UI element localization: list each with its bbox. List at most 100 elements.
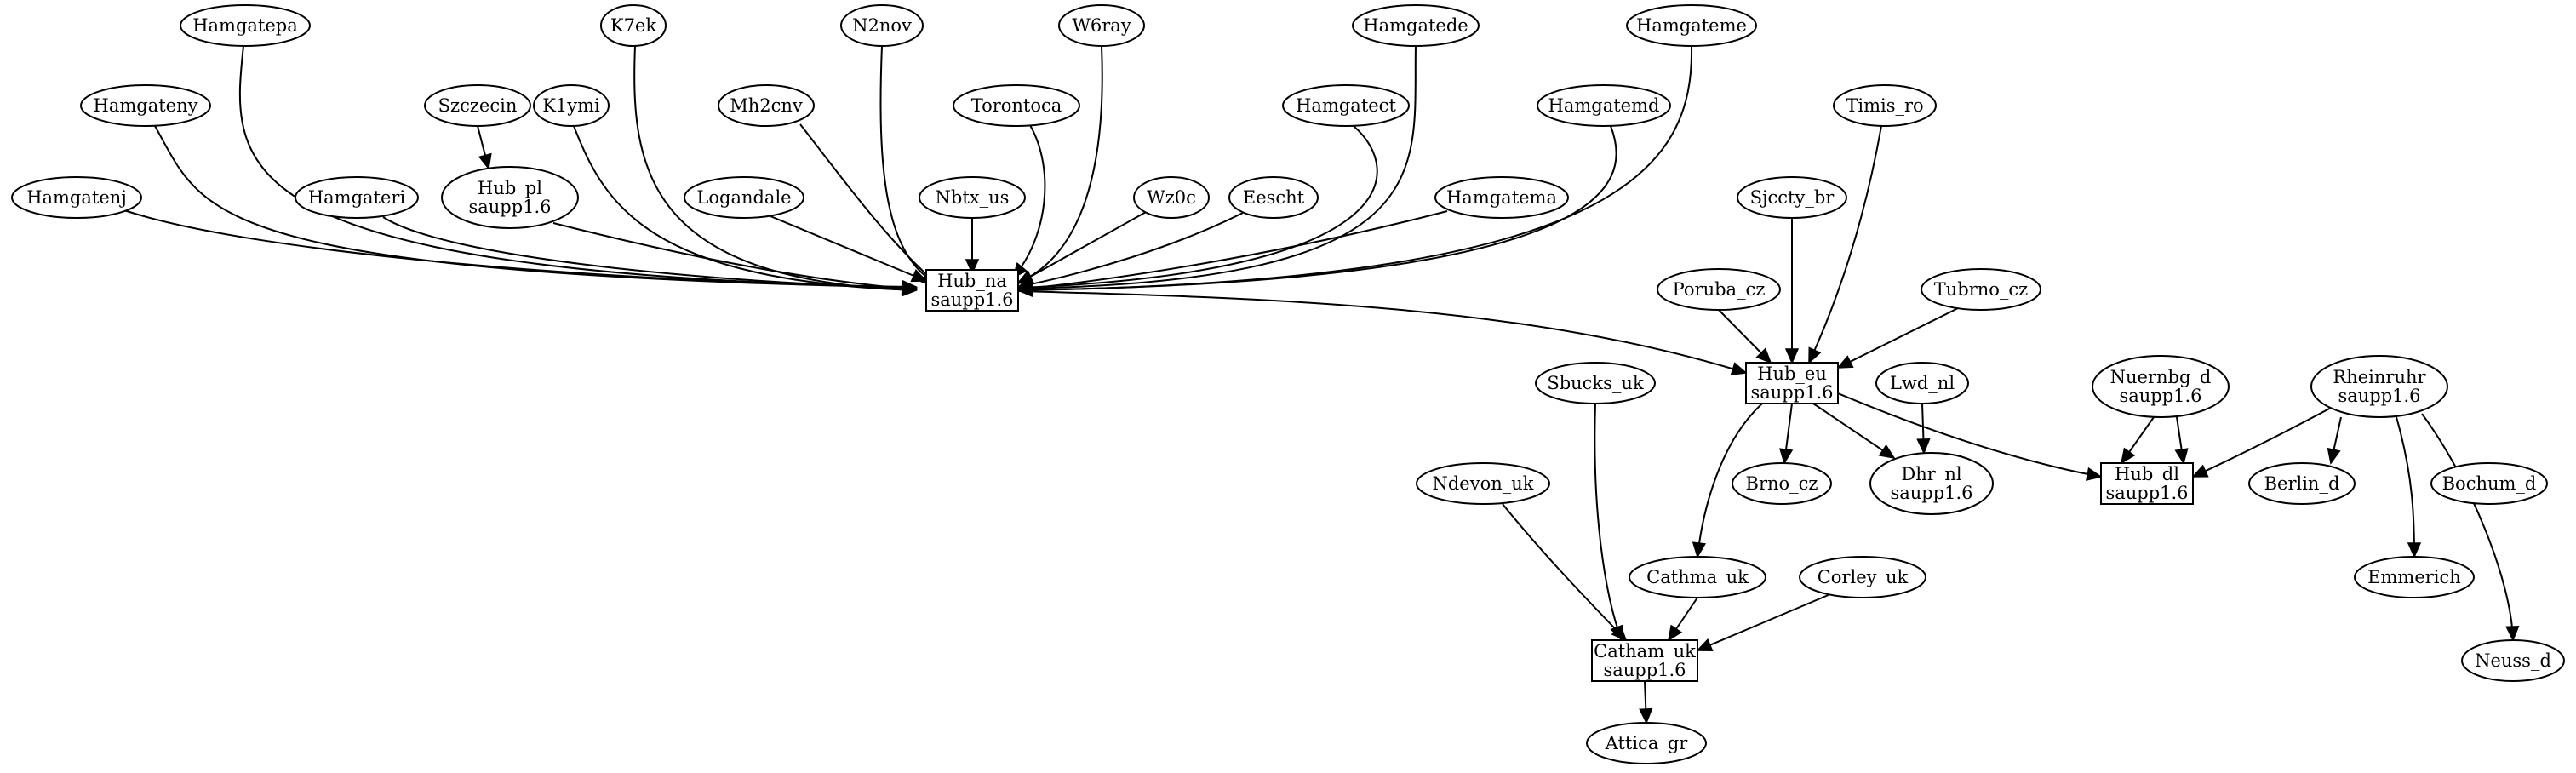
node-ellipse [2310, 355, 2448, 418]
node-label: Mh2cnv [730, 95, 803, 116]
node-label: Neuss_d [2475, 650, 2551, 671]
node-torontoca[interactable]: Torontoca [953, 84, 1080, 127]
node-w6ray[interactable]: W6ray [1058, 4, 1145, 47]
node-eescht[interactable]: Eescht [1228, 176, 1319, 219]
node-sbucks-uk[interactable]: Sbucks_uk [1535, 362, 1656, 404]
node-ellipse [11, 176, 142, 219]
edge-line [1808, 125, 1882, 364]
edge-line [1017, 45, 1693, 291]
edge-rheinruhr-to-bochum-d [2327, 416, 2342, 465]
node-label: Eescht [1243, 187, 1305, 208]
node-timis-ro[interactable]: Timis_ro [1833, 84, 1937, 127]
node-poruba-cz[interactable]: Poruba_cz [1657, 268, 1781, 311]
node-hamgatect[interactable]: Hamgatect [1282, 84, 1410, 127]
node-label: K1ymi [542, 95, 600, 116]
node-tubrno-cz[interactable]: Tubrno_cz [1921, 268, 2041, 311]
node-label: Hamgatepa [192, 15, 298, 36]
node-label: W6ray [1072, 15, 1131, 36]
node-logandale[interactable]: Logandale [684, 176, 804, 219]
edge-sbucks-uk-to-catham-uk [1594, 403, 1623, 642]
arrowhead-icon [1610, 624, 1623, 642]
node-corley-uk[interactable]: Corley_uk [1799, 556, 1926, 598]
node-label: Hamgateri [308, 187, 406, 208]
edge-ndevon-uk-to-catham-uk [1502, 503, 1628, 642]
edge-line [1012, 124, 1046, 278]
node-sublabel: saupp1.6 [2119, 386, 2201, 406]
node-szczecin[interactable]: Szczecin [424, 84, 531, 127]
node-ellipse [180, 4, 311, 47]
node-label: Torontoca [971, 95, 1062, 116]
node-label: Hamgatema [1446, 187, 1557, 208]
node-label: Poruba_cz [1673, 279, 1766, 300]
edge-rheinruhr-to-hub-dl [2191, 406, 2333, 478]
node-berlin-d[interactable]: Berlin_d [2248, 462, 2356, 505]
node-mh2cnv[interactable]: Mh2cnv [718, 84, 815, 127]
node-label: Hamgateny [94, 95, 198, 116]
node-neuss-d[interactable]: Neuss_d [2461, 639, 2565, 682]
node-ndevon-uk[interactable]: Ndevon_uk [1416, 462, 1550, 505]
node-brno-cz[interactable]: Brno_cz [1732, 462, 1832, 505]
node-hamgatemd[interactable]: Hamgatemd [1537, 84, 1671, 127]
node-nbtx-us[interactable]: Nbtx_us [919, 176, 1026, 219]
node-label: Dhr_nl [1901, 464, 1961, 484]
node-hamgatepa[interactable]: Hamgatepa [180, 4, 311, 47]
arrowhead-icon [1692, 541, 1707, 558]
node-label: Ndevon_uk [1432, 473, 1533, 494]
node-lwd-nl[interactable]: Lwd_nl [1875, 362, 1969, 404]
node-box [1745, 362, 1839, 404]
node-hamgatema[interactable]: Hamgatema [1434, 176, 1569, 219]
edge-corley-uk-to-catham-uk [1696, 593, 1831, 651]
edge-nuernbg-d-to-berlin-d [2174, 416, 2189, 465]
node-ellipse [1869, 452, 1994, 515]
edge-n2nov-to-hub-na [879, 45, 938, 284]
node-cathma-uk[interactable]: Cathma_uk [1629, 556, 1766, 598]
node-box [2100, 462, 2194, 505]
arrowhead-icon [2327, 447, 2341, 465]
node-emmerich[interactable]: Emmerich [2354, 556, 2475, 598]
node-hamgatede[interactable]: Hamgatede [1352, 4, 1480, 47]
node-ellipse [1626, 4, 1757, 47]
node-ellipse [1921, 268, 2041, 311]
node-bochum-d[interactable]: Bochum_d [2430, 462, 2548, 505]
edge-line [1017, 45, 1417, 289]
node-attica-gr[interactable]: Attica_gr [1586, 722, 1707, 764]
node-k1ymi[interactable]: K1ymi [533, 84, 610, 127]
edge-line [799, 123, 937, 284]
node-k7ek[interactable]: K7ek [600, 4, 667, 47]
node-hamgatenj[interactable]: Hamgatenj [11, 176, 142, 219]
edge-line [552, 222, 917, 290]
edge-nbtx-us-to-hub-na [965, 218, 980, 275]
arrowhead-icon [1755, 347, 1772, 364]
node-wz0c[interactable]: Wz0c [1133, 176, 1210, 219]
edge-line [1502, 503, 1627, 641]
node-hamgateri[interactable]: Hamgateri [295, 176, 419, 219]
node-ellipse [1133, 176, 1210, 219]
node-label: Sjccty_br [1750, 187, 1835, 208]
edge-rheinruhr-to-emmerich [2396, 416, 2422, 558]
edge-k7ek-to-hub-na [633, 45, 918, 297]
node-hamgateme[interactable]: Hamgateme [1626, 4, 1757, 47]
edge-hamgatede-to-hub-na [1016, 45, 1417, 295]
node-n2nov[interactable]: N2nov [840, 4, 924, 47]
node-sublabel: saupp1.6 [468, 197, 551, 217]
edge-line [1697, 593, 1831, 651]
node-label: Hamgatemd [1548, 95, 1660, 116]
edge-poruba-cz-to-hub-eu [1718, 309, 1772, 364]
arrowhead-icon [1730, 362, 1748, 375]
node-ellipse [2461, 639, 2565, 682]
node-hamgateny[interactable]: Hamgateny [80, 84, 211, 127]
edge-line [1017, 45, 1103, 283]
node-sublabel: saupp1.6 [2338, 386, 2420, 406]
node-sjccty-br[interactable]: Sjccty_br [1737, 176, 1847, 219]
node-ellipse [1833, 84, 1937, 127]
arrowhead-icon [2120, 447, 2136, 465]
